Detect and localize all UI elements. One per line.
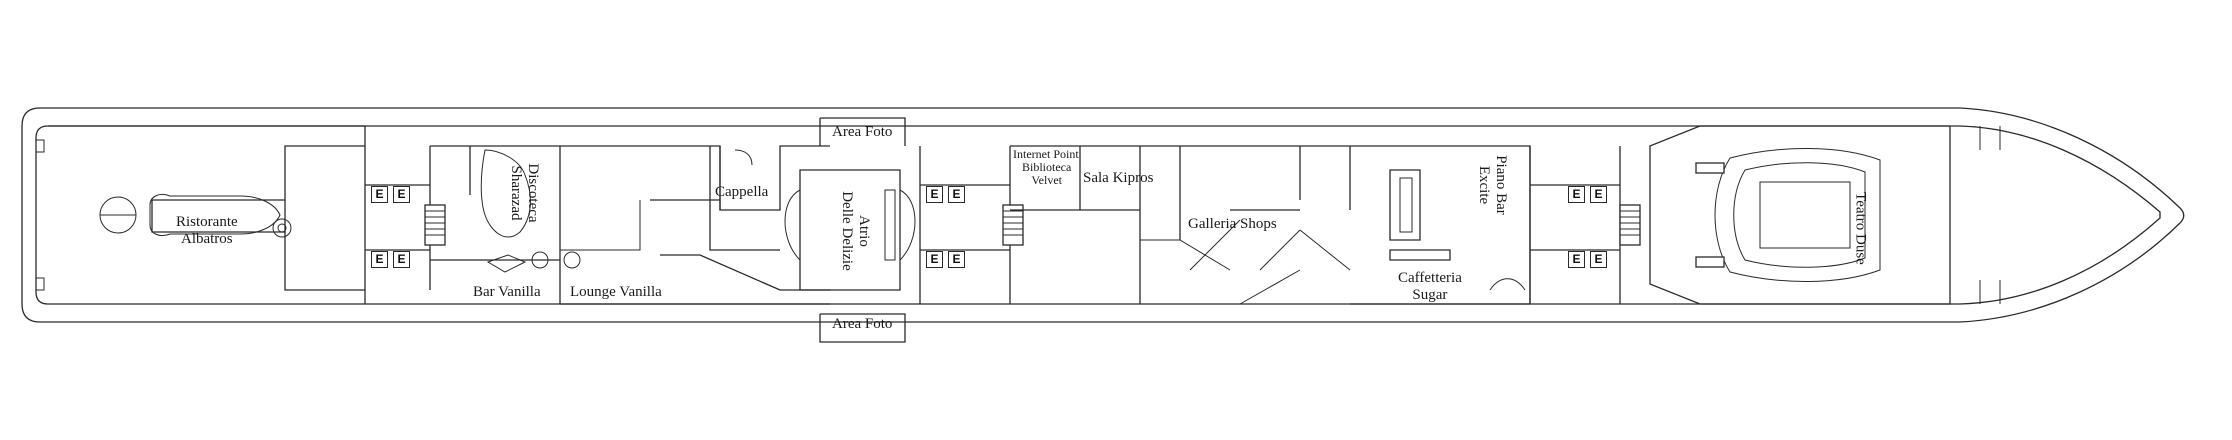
label-piano-bar-excite: Piano Bar Excite — [1476, 155, 1509, 215]
label-discoteca-sharazad: Discoteca Sharazad — [508, 163, 541, 223]
label-area-foto-top: Area Foto — [832, 124, 893, 140]
label-bar-vanilla: Bar Vanilla — [473, 284, 541, 300]
elevator-icon: E — [393, 251, 410, 268]
label-cappella: Cappella — [715, 184, 769, 200]
deck-inner-line — [35, 125, 2161, 305]
elevator-icon: E — [1568, 186, 1585, 203]
label-galleria-shops: Galleria Shops — [1188, 216, 1277, 232]
elevator-icon: E — [371, 251, 388, 268]
elevator-icon: E — [393, 186, 410, 203]
label-internet-point: Internet Point — [1013, 147, 1079, 161]
elevator-icon: E — [1590, 251, 1607, 268]
label-caffetteria-sugar: Caffetteria Sugar — [1398, 270, 1462, 303]
elevator-icon: E — [926, 251, 943, 268]
label-sala-kipros: Sala Kipros — [1083, 170, 1154, 186]
elevator-icon: E — [926, 186, 943, 203]
theatre-seating-outline — [1714, 148, 1881, 282]
label-biblioteca-velvet: Biblioteca Velvet — [1022, 160, 1072, 187]
elevator-icon: E — [948, 186, 965, 203]
dancefloor-outline — [480, 149, 531, 238]
elevator-icon: E — [371, 186, 388, 203]
label-teatro-duse: Teatro Duse — [1852, 192, 1869, 265]
elevator-icon: E — [1568, 251, 1585, 268]
hull-outline — [21, 107, 2185, 323]
label-area-foto-bottom: Area Foto — [832, 316, 893, 332]
elevator-icon: E — [1590, 186, 1607, 203]
label-lounge-vanilla: Lounge Vanilla — [570, 284, 662, 300]
restaurant-emblem — [149, 193, 281, 237]
label-atrio-delle-delizie: Atrio Delle Delizie — [839, 191, 872, 271]
label-ristorante-albatros: Ristorante Albatros — [176, 214, 238, 247]
elevator-icon: E — [948, 251, 965, 268]
